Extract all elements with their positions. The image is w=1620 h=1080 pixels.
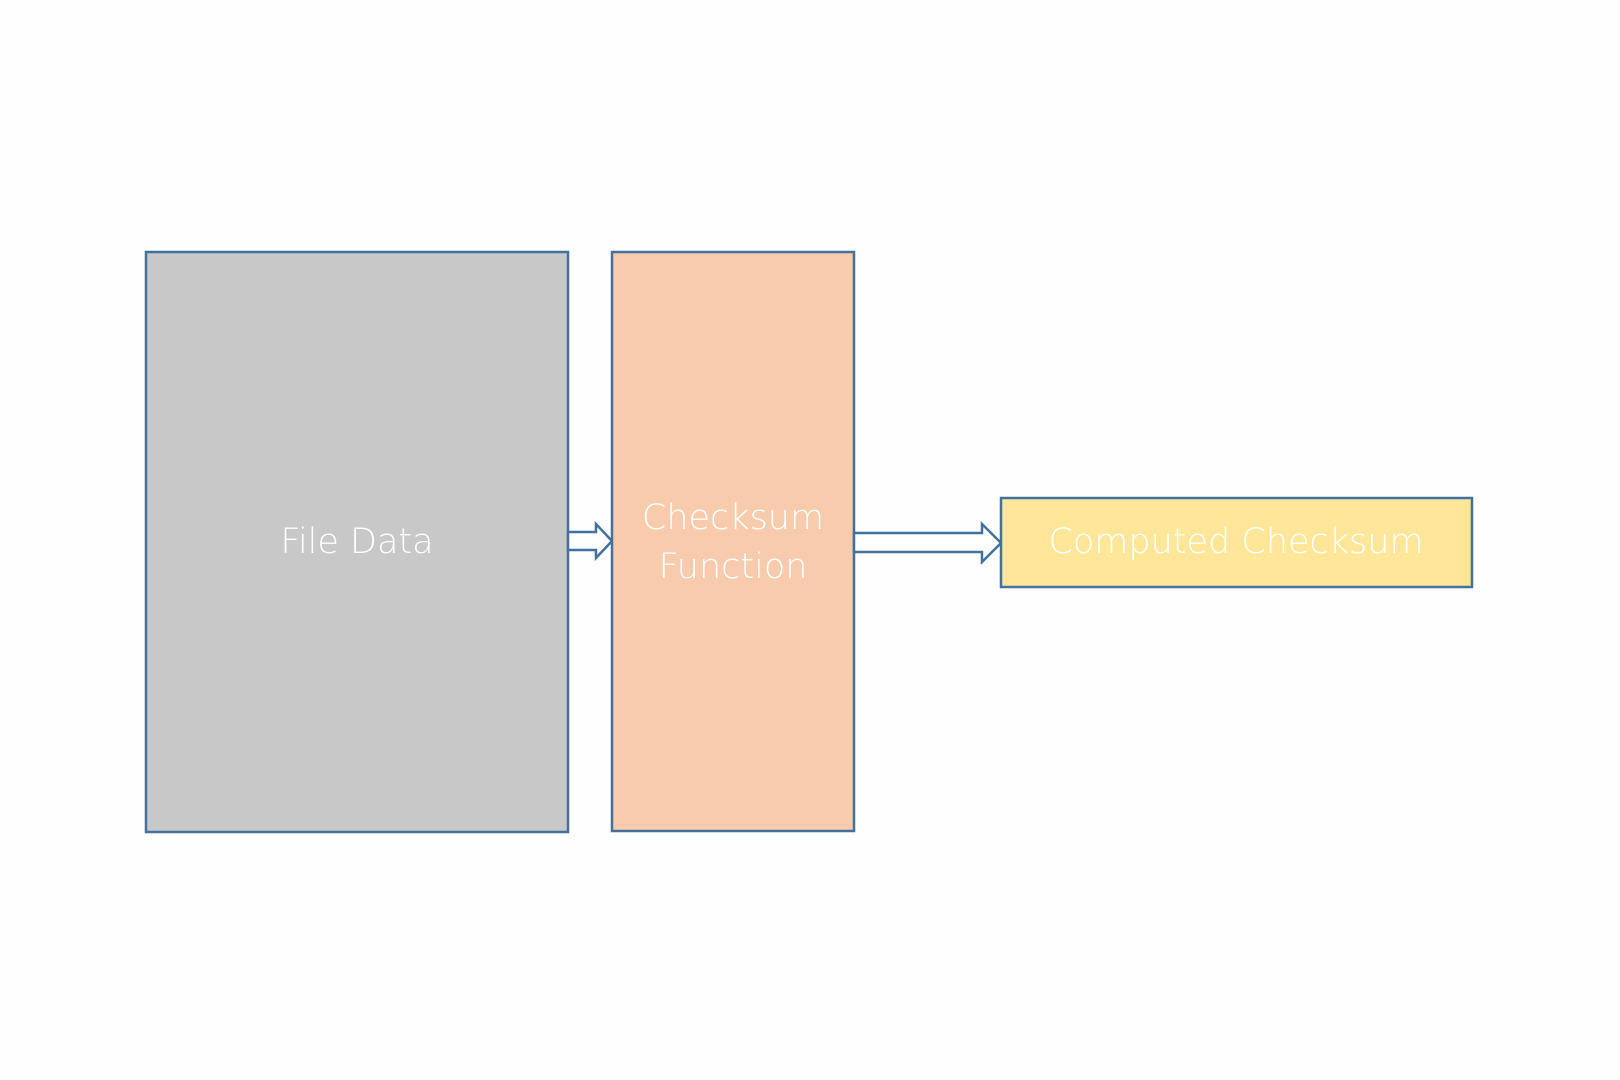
- file-data-label: File Data: [280, 522, 433, 562]
- arrow-file-to-function: [566, 520, 614, 562]
- file-data-block: File Data: [144, 250, 570, 834]
- computed-checksum-block: Computed Checksum: [999, 496, 1474, 589]
- checksum-function-box: [610, 250, 856, 833]
- checksum-function-block: Checksum Function: [610, 250, 856, 833]
- checksum-function-label-line1: Checksum: [642, 498, 824, 538]
- file-data-box: [144, 250, 570, 834]
- checksum-function-label-line2: Function: [659, 547, 808, 587]
- computed-checksum-box: [999, 496, 1474, 589]
- computed-checksum-label: Computed Checksum: [1048, 522, 1423, 562]
- arrow-function-to-checksum: [852, 520, 1003, 566]
